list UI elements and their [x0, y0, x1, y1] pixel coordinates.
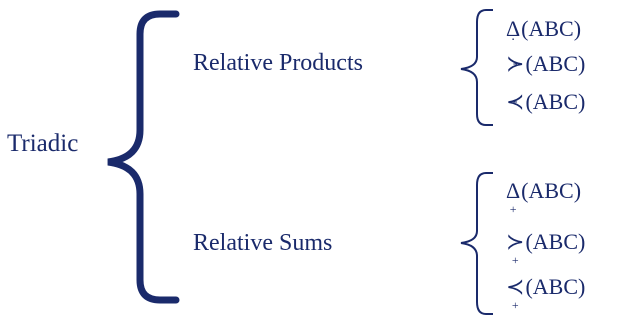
- prec-symbol: ≺-: [506, 89, 525, 114]
- term-args: (ABC): [525, 89, 586, 114]
- root-label: Triadic: [7, 130, 79, 157]
- sum-term-prec: ≺+(ABC): [506, 274, 586, 312]
- term-args: (ABC): [525, 51, 586, 76]
- product-term-succ: ≻-(ABC): [506, 53, 585, 75]
- bar-mark: -: [512, 56, 518, 71]
- main-brace: [107, 10, 180, 304]
- bar-mark: -: [512, 94, 518, 109]
- succ-symbol: ≻+: [506, 229, 525, 267]
- term-args: (ABC): [521, 16, 582, 41]
- term-args: (ABC): [525, 229, 586, 254]
- succ-symbol: ≻-: [506, 51, 525, 76]
- products-brace: [460, 9, 493, 126]
- dot-mark: .: [511, 29, 515, 44]
- plus-mark: +: [511, 253, 519, 267]
- plus-mark: +: [511, 298, 519, 312]
- sum-term-succ: ≻+(ABC): [506, 229, 586, 267]
- delta-symbol: Δ+: [506, 178, 521, 216]
- sum-term-delta: Δ+(ABC): [506, 178, 582, 216]
- group-label-products: Relative Products: [193, 50, 363, 76]
- prec-symbol: ≺+: [506, 274, 525, 312]
- delta-symbol: Δ.: [506, 16, 521, 44]
- term-args: (ABC): [525, 274, 586, 299]
- sums-brace: [460, 172, 493, 315]
- product-term-delta: Δ.(ABC): [506, 16, 582, 44]
- plus-mark: +: [509, 202, 517, 216]
- term-args: (ABC): [521, 178, 582, 203]
- product-term-prec: ≺-(ABC): [506, 91, 585, 113]
- group-label-sums: Relative Sums: [193, 230, 333, 256]
